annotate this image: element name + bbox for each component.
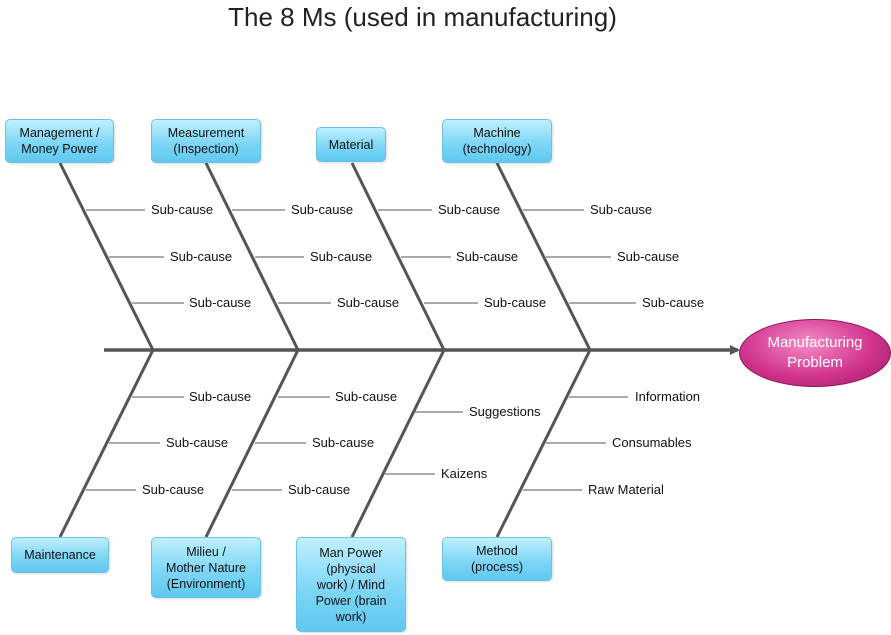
category-milieu: Milieu / Mother Nature (Environment) — [151, 537, 261, 598]
diagram-title: The 8 Ms (used in manufacturing) — [228, 2, 617, 32]
cause-label: Sub-cause — [170, 249, 233, 264]
category-manpower: Man Power (physical work) / Mind Power (… — [296, 537, 406, 632]
bone-milieu — [204, 349, 300, 538]
category-machine: Machine (technology) — [442, 119, 552, 163]
category-management: Management / Money Power — [5, 119, 114, 163]
cause-label: Sub-cause — [438, 202, 501, 217]
cause-label: Suggestions — [469, 404, 541, 419]
cause-label: Sub-cause — [291, 202, 354, 217]
cause-label: Sub-cause — [142, 482, 205, 497]
cause-label: Sub-cause — [337, 295, 400, 310]
cause-label: Sub-cause — [166, 435, 229, 450]
cause-label: Sub-cause — [642, 295, 705, 310]
cause-label: Sub-cause — [312, 435, 375, 450]
cause-label: Raw Material — [588, 482, 664, 497]
cause-label: Sub-cause — [288, 482, 351, 497]
category-maintenance: Maintenance — [11, 537, 109, 573]
bone-manpower — [350, 349, 446, 538]
bone-method — [495, 349, 592, 538]
bone-machine — [495, 162, 592, 351]
bone-measurement — [204, 162, 300, 351]
cause-label: Sub-cause — [617, 249, 680, 264]
cause-label: Sub-cause — [456, 249, 519, 264]
cause-label: Sub-cause — [310, 249, 373, 264]
bone-material — [350, 162, 446, 351]
cause-label: Sub-cause — [590, 202, 653, 217]
cause-label: Consumables — [612, 435, 692, 450]
category-measurement: Measurement (Inspection) — [151, 119, 261, 163]
effect-problem: Manufacturing Problem — [739, 319, 891, 387]
cause-label: Sub-cause — [151, 202, 214, 217]
cause-label: Sub-cause — [189, 389, 252, 404]
cause-label: Sub-cause — [189, 295, 252, 310]
cause-label: Sub-cause — [335, 389, 398, 404]
cause-label: Sub-cause — [484, 295, 547, 310]
bone-maintenance — [58, 349, 155, 538]
cause-label: Information — [635, 389, 701, 404]
category-method: Method (process) — [442, 537, 552, 581]
category-material: Material — [316, 127, 386, 162]
bone-management — [58, 162, 155, 351]
cause-label: Kaizens — [441, 466, 488, 481]
